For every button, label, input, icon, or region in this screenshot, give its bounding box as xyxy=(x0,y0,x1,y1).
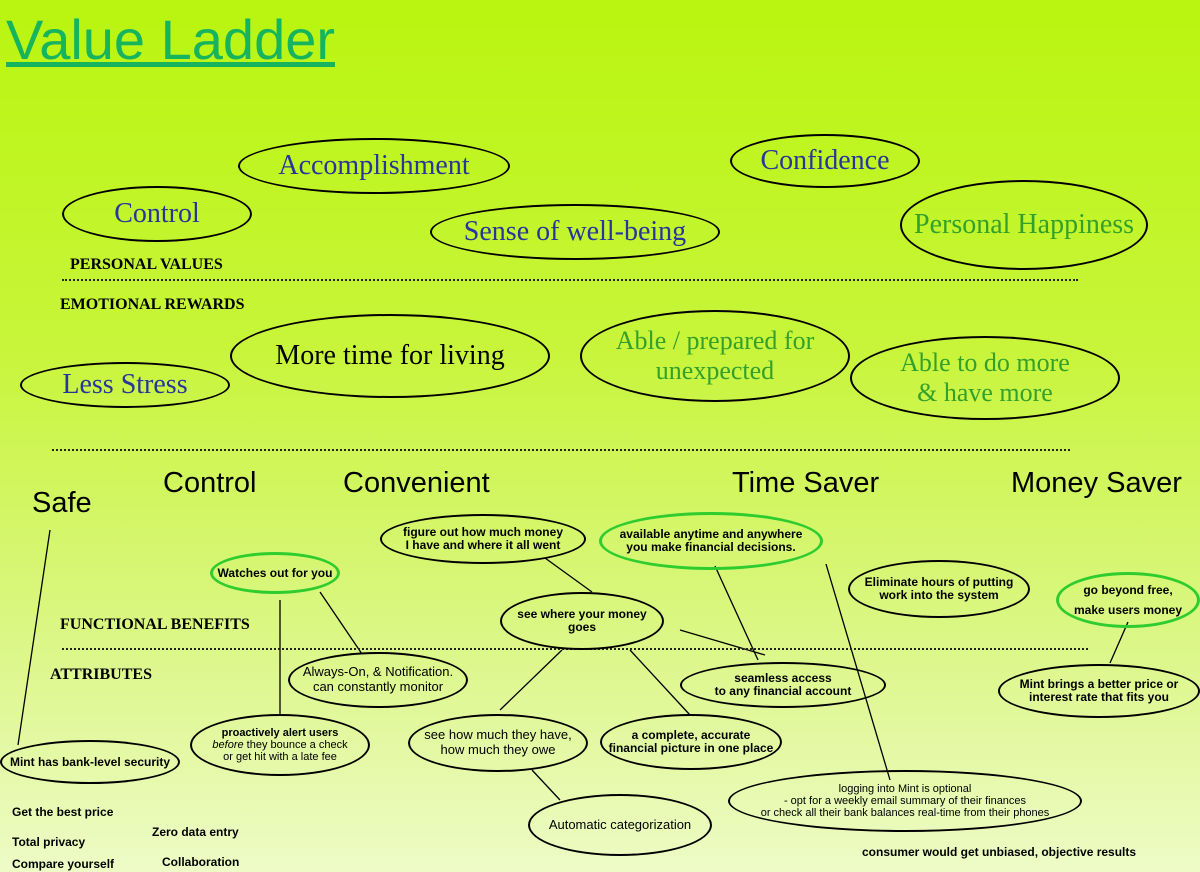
attribute-complete-picture: a complete, accurate financial picture i… xyxy=(600,714,782,770)
section-label-functional-benefits: FUNCTIONAL BENEFITS xyxy=(60,616,250,633)
connector xyxy=(17,529,51,746)
attribute-proactive-alert-line1: proactively alert users xyxy=(221,726,339,739)
emotion-more-time-label: More time for living xyxy=(275,340,505,371)
benefit-watches-label: Watches out for you xyxy=(217,565,333,580)
footer-best-price: Get the best price xyxy=(12,805,114,819)
attribute-proactive-alert-emphasis: before xyxy=(212,738,244,751)
benefit-go-beyond: go beyond free, make users money xyxy=(1056,572,1200,628)
attribute-proactive-alert: proactively alert users before they boun… xyxy=(190,714,370,776)
attribute-see-how-much: see how much they have, how much they ow… xyxy=(408,714,588,772)
benefit-eliminate: Eliminate hours of putting work into the… xyxy=(848,560,1030,618)
connector xyxy=(531,769,561,801)
benefit-figure-out-line1: figure out how much money xyxy=(402,525,563,540)
value-personal-happiness: Personal Happiness xyxy=(900,180,1148,270)
heading-safe: Safe xyxy=(32,487,92,519)
emotion-prepared-line2: unexpected xyxy=(655,356,775,385)
benefit-eliminate-line2: work into the system xyxy=(879,588,999,602)
attribute-seamless-line2: to any financial account xyxy=(714,684,852,698)
footer-compare: Compare yourself xyxy=(12,857,115,871)
attribute-see-how-much-line2: how much they owe xyxy=(440,742,556,757)
benefit-available: available anytime and anywhere you make … xyxy=(599,512,823,570)
value-confidence: Confidence xyxy=(730,134,920,188)
connector xyxy=(499,649,563,711)
footer-zero-entry: Zero data entry xyxy=(152,825,239,839)
benefit-available-line1: available anytime and anywhere xyxy=(619,527,803,542)
attribute-better-price-line1: Mint brings a better price or xyxy=(1019,677,1179,692)
attribute-always-on: Always-On, & Notification. can constantl… xyxy=(288,652,468,708)
benefit-eliminate-line1: Eliminate hours of putting xyxy=(864,575,1014,590)
divider xyxy=(62,279,1078,281)
heading-money-saver: Money Saver xyxy=(1011,467,1182,499)
value-control-label: Control xyxy=(114,198,200,229)
benefit-see-where-label: see where your money goes xyxy=(517,607,647,634)
attribute-always-on-line1: Always-On, & Notification. xyxy=(302,664,454,680)
benefit-figure-out: figure out how much money I have and whe… xyxy=(380,514,586,564)
attribute-seamless-line1: seamless access xyxy=(734,671,832,686)
benefit-go-beyond-line1: go beyond free, xyxy=(1083,582,1173,597)
emotion-do-more-line1: Able to do more xyxy=(900,348,1070,378)
attribute-bank-security: Mint has bank-level security xyxy=(0,740,180,784)
value-accomplishment: Accomplishment xyxy=(238,138,510,194)
attribute-proactive-alert-line2: they bounce a check xyxy=(243,738,348,751)
attribute-logging-optional: logging into Mint is optional - opt for … xyxy=(728,770,1082,832)
benefit-figure-out-line2: I have and where it all went xyxy=(405,538,561,552)
attribute-bank-security-label: Mint has bank-level security xyxy=(9,754,171,769)
connector xyxy=(714,565,759,661)
value-personal-happiness-label: Personal Happiness xyxy=(914,209,1135,240)
attribute-logging-optional-line3: or check all their bank balances real-ti… xyxy=(760,807,1050,820)
connector xyxy=(1109,621,1129,664)
value-control: Control xyxy=(62,186,252,242)
emotion-prepared: Able / prepared for unexpected xyxy=(580,310,850,402)
emotion-less-stress-label: Less Stress xyxy=(62,369,188,400)
section-label-personal-values: PERSONAL VALUES xyxy=(70,256,223,273)
connector xyxy=(679,629,766,656)
attribute-seamless: seamless access to any financial account xyxy=(680,662,886,708)
footer-unbiased: consumer would get unbiased, objective r… xyxy=(862,845,1137,859)
benefit-watches: Watches out for you xyxy=(210,552,340,594)
value-accomplishment-label: Accomplishment xyxy=(278,150,470,181)
value-well-being: Sense of well-being xyxy=(430,204,720,260)
heading-convenient: Convenient xyxy=(343,467,490,499)
attribute-see-how-much-line1: see how much they have, xyxy=(424,727,572,743)
value-well-being-label: Sense of well-being xyxy=(463,216,687,247)
emotion-do-more-line2: & have more xyxy=(917,378,1053,407)
benefit-available-line2: you make financial decisions. xyxy=(626,540,796,554)
page-title: Value Ladder xyxy=(6,8,335,71)
emotion-more-time: More time for living xyxy=(230,314,550,398)
attribute-logging-optional-line2: - opt for a weekly email summary of thei… xyxy=(783,794,1027,807)
heading-time-saver: Time Saver xyxy=(732,467,880,499)
footer-privacy: Total privacy xyxy=(12,835,86,849)
section-label-attributes: ATTRIBUTES xyxy=(50,666,152,683)
attribute-always-on-line2: can constantly monitor xyxy=(312,679,444,694)
emotion-less-stress: Less Stress xyxy=(20,362,230,408)
divider xyxy=(52,449,1070,451)
attribute-logging-optional-line1: logging into Mint is optional xyxy=(838,782,972,795)
emotion-prepared-line1: Able / prepared for xyxy=(615,326,815,356)
attribute-better-price-line2: interest rate that fits you xyxy=(1028,690,1170,704)
benefit-see-where: see where your money goes xyxy=(500,592,664,650)
section-label-emotional-rewards: EMOTIONAL REWARDS xyxy=(60,296,245,313)
connector xyxy=(544,557,593,593)
attribute-complete-picture-line1: a complete, accurate xyxy=(631,728,751,743)
connector xyxy=(629,649,691,716)
attribute-auto-categorization: Automatic categorization xyxy=(528,794,712,856)
value-confidence-label: Confidence xyxy=(760,145,890,176)
attribute-complete-picture-line2: financial picture in one place xyxy=(608,741,774,755)
emotion-do-more: Able to do more & have more xyxy=(850,336,1120,420)
footer-collaboration: Collaboration xyxy=(162,855,240,869)
connector xyxy=(319,591,363,655)
attribute-better-price: Mint brings a better price or interest r… xyxy=(998,664,1200,718)
benefit-go-beyond-line2: make users money xyxy=(1073,603,1183,617)
attribute-proactive-alert-line3: or get hit with a late fee xyxy=(223,751,337,764)
attribute-auto-categorization-label: Automatic categorization xyxy=(548,816,692,832)
heading-control: Control xyxy=(163,467,257,499)
